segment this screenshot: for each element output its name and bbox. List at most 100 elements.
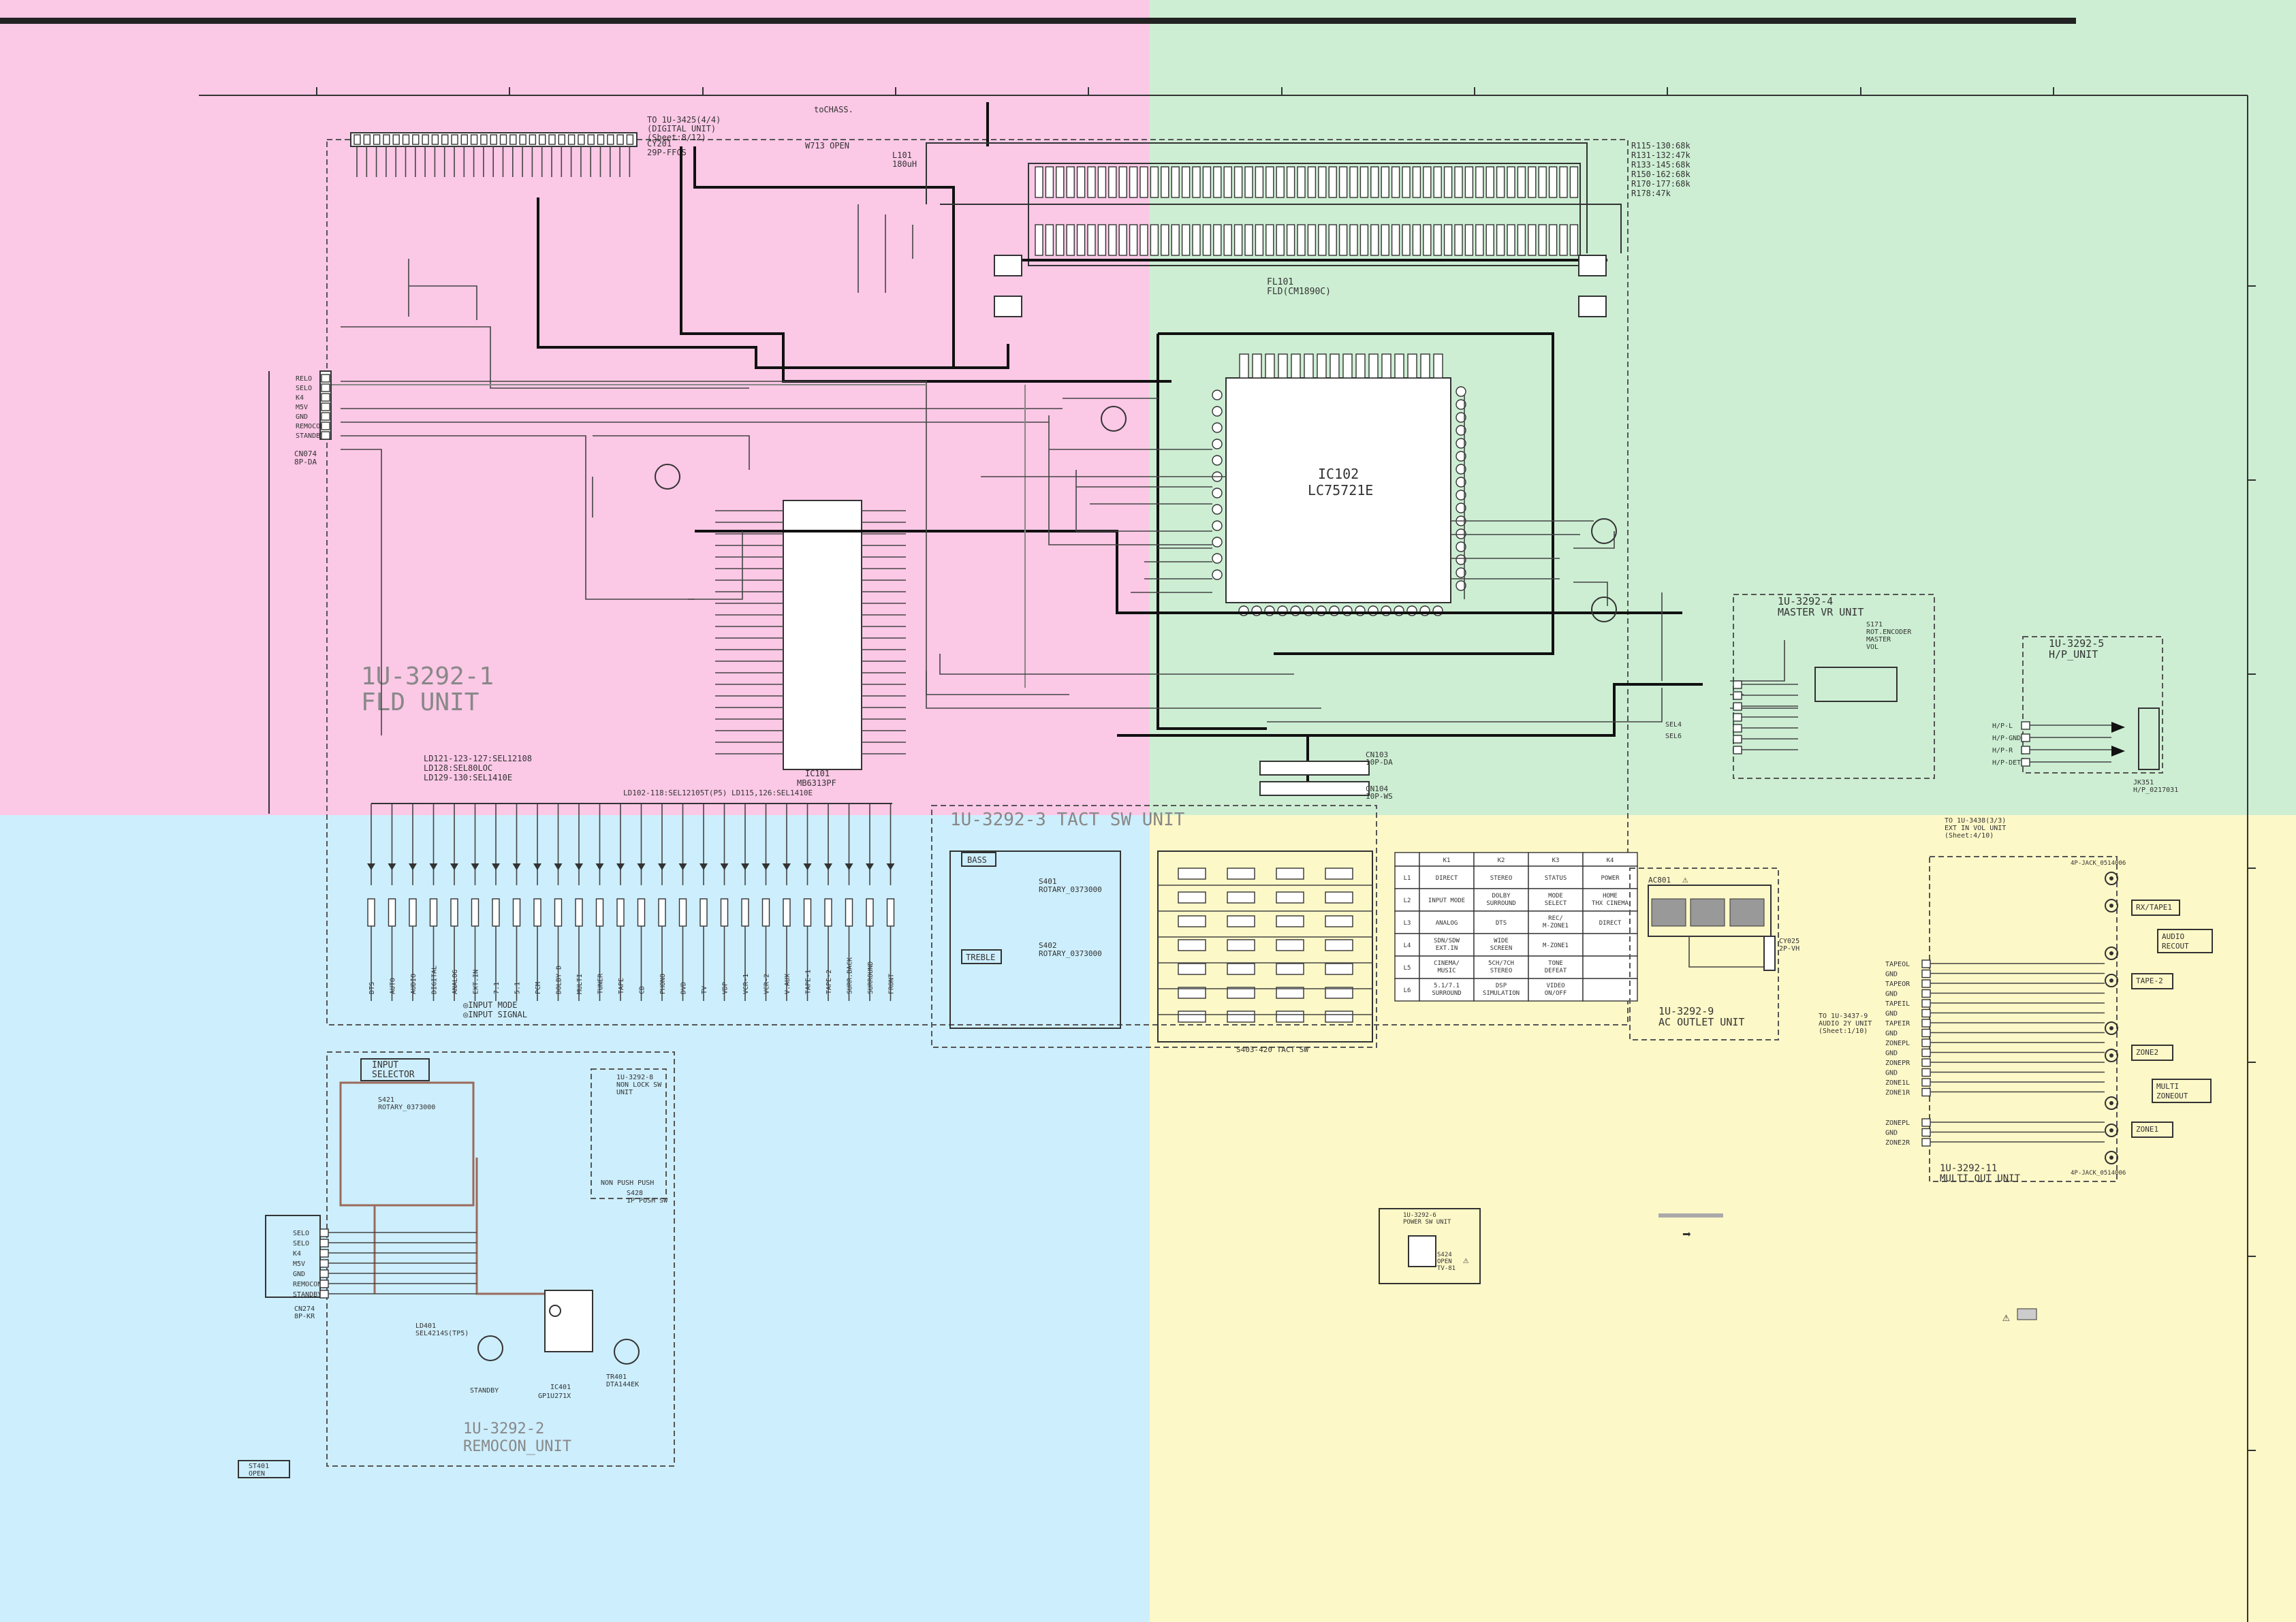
- fl101-pin: [1307, 224, 1317, 256]
- ld-resistor: [471, 898, 479, 927]
- cn074-pin: [321, 431, 330, 440]
- fl101-pin: [1171, 224, 1180, 256]
- nonlock-boundary: [591, 1068, 667, 1199]
- matrix-cell-text: DIRECT: [1436, 875, 1458, 882]
- legend-arrow-icon: ➡: [1682, 1226, 1691, 1243]
- multi-pin: [1921, 1019, 1931, 1028]
- cn074-pin: [321, 412, 330, 421]
- fl101-pin: [1045, 166, 1054, 198]
- tact-switch: [1276, 891, 1304, 904]
- fl101-pin: [1181, 224, 1191, 256]
- fl101-pin: [1265, 224, 1274, 256]
- ic102-right-pin: [1456, 464, 1466, 475]
- cy201-pin: [499, 134, 507, 145]
- matrix-cell-text: K1: [1443, 857, 1451, 864]
- multi-pin: [1921, 1078, 1931, 1087]
- matrix-cell-text: K2: [1498, 857, 1505, 864]
- cn074-pin-label: STANDBY: [296, 432, 324, 440]
- ld-resistor: [658, 898, 666, 927]
- cy025-connector: [1763, 936, 1776, 971]
- tact-switch: [1227, 915, 1255, 927]
- ic401-name: IC401: [550, 1384, 571, 1391]
- cn274-pin: [319, 1290, 329, 1299]
- fl101-pin: [1056, 224, 1065, 256]
- fl101-pin: [1276, 224, 1285, 256]
- ld-diode-icon: [783, 863, 791, 870]
- master-pin-label: SEL6: [1665, 733, 1682, 740]
- ic401-part: GP1U271X: [538, 1393, 571, 1400]
- ic102-top-pin: [1342, 353, 1353, 379]
- ld-resistor: [886, 898, 895, 927]
- multi-pin-label: TAPEOR: [1885, 981, 1910, 988]
- cn074-pin-label: SELO: [296, 385, 312, 392]
- matrix-cell-text: INPUT MODE: [1428, 897, 1465, 904]
- ic102-top-pin: [1407, 353, 1417, 379]
- cn274-pin: [319, 1239, 329, 1247]
- fl101-pin: [1297, 166, 1306, 198]
- fl101-pin: [1233, 224, 1243, 256]
- fl101-pin: [1433, 166, 1442, 198]
- w713-label: W713 OPEN: [805, 141, 849, 150]
- fl101-pin: [1076, 224, 1086, 256]
- multi-pin: [1921, 969, 1931, 979]
- rca-jack-icon: [2105, 1021, 2118, 1035]
- cn074-pin: [321, 374, 330, 383]
- s424-switch: [1408, 1235, 1436, 1267]
- cy201-pin: [402, 134, 410, 145]
- fl101-pin: [1066, 224, 1075, 256]
- fl101-pin: [1161, 166, 1169, 198]
- ic102-top-pin: [1265, 353, 1275, 379]
- standby-label: STANDBY: [470, 1387, 499, 1395]
- fl101-pin: [1423, 166, 1432, 198]
- cy201-pin: [626, 134, 634, 145]
- tact-sw-label: S403-420 TACT SW: [1236, 1045, 1308, 1054]
- fl101-pin: [1496, 224, 1505, 256]
- st401-box: [238, 1460, 290, 1478]
- ld-diode-icon: [512, 863, 521, 870]
- cy201-pin: [548, 134, 556, 145]
- hp-pin: [2021, 758, 2030, 767]
- multi-out-boundary: [1929, 856, 2118, 1182]
- cy201-pin: [431, 134, 439, 145]
- tact-switch: [1276, 915, 1304, 927]
- hp-unit-boundary: [2022, 636, 2163, 774]
- multi-pin: [1921, 1068, 1931, 1077]
- ld-label: PHONO: [659, 974, 667, 994]
- matrix-cell: [1528, 910, 1584, 934]
- ld-label: EXT.IN: [473, 970, 480, 994]
- tr402-transistor: [477, 1335, 503, 1361]
- matrix-cell: [1582, 865, 1638, 889]
- fl101-part: FLD(CM1890C): [1267, 287, 1331, 297]
- transistor-tr104: [1591, 597, 1617, 622]
- ic102-top-pin: [1368, 353, 1379, 379]
- ld-resistor: [637, 898, 646, 927]
- ic102-top-pin: [1304, 353, 1314, 379]
- multi-pin-label: ZONE1R: [1885, 1090, 1910, 1097]
- fl101-pin: [1402, 166, 1411, 198]
- cy201-pin: [558, 134, 565, 145]
- ic102-left-pin: [1212, 488, 1223, 498]
- fl101-pin: [1233, 166, 1243, 198]
- fld-unit-boundary: [326, 139, 1629, 1025]
- cn274-pin-label: K4: [293, 1250, 301, 1258]
- ic102-left-pin: [1212, 553, 1223, 564]
- hp-pin: [2021, 721, 2030, 730]
- fl101-pin: [1412, 224, 1421, 256]
- bus-wires: [327, 102, 1798, 783]
- ld-resistor: [575, 898, 583, 927]
- ld-label: CD: [639, 986, 646, 994]
- ic401-lens-icon: [549, 1305, 561, 1317]
- fl101-pin: [1202, 224, 1212, 256]
- ld-resistor: [492, 898, 500, 927]
- ic102-part: LC75721E: [1308, 482, 1373, 498]
- matrix-cell-text: K4: [1607, 857, 1614, 864]
- matrix-cell-text: CINEMA/MUSIC: [1434, 960, 1460, 974]
